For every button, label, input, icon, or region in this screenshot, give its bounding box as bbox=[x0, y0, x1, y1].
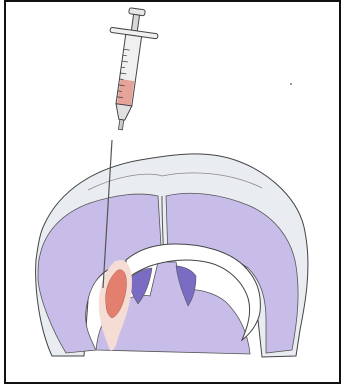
syringe-tip bbox=[118, 119, 123, 129]
brain-section bbox=[36, 154, 308, 357]
syringe-hub bbox=[114, 104, 132, 121]
stray-dot bbox=[290, 83, 292, 85]
